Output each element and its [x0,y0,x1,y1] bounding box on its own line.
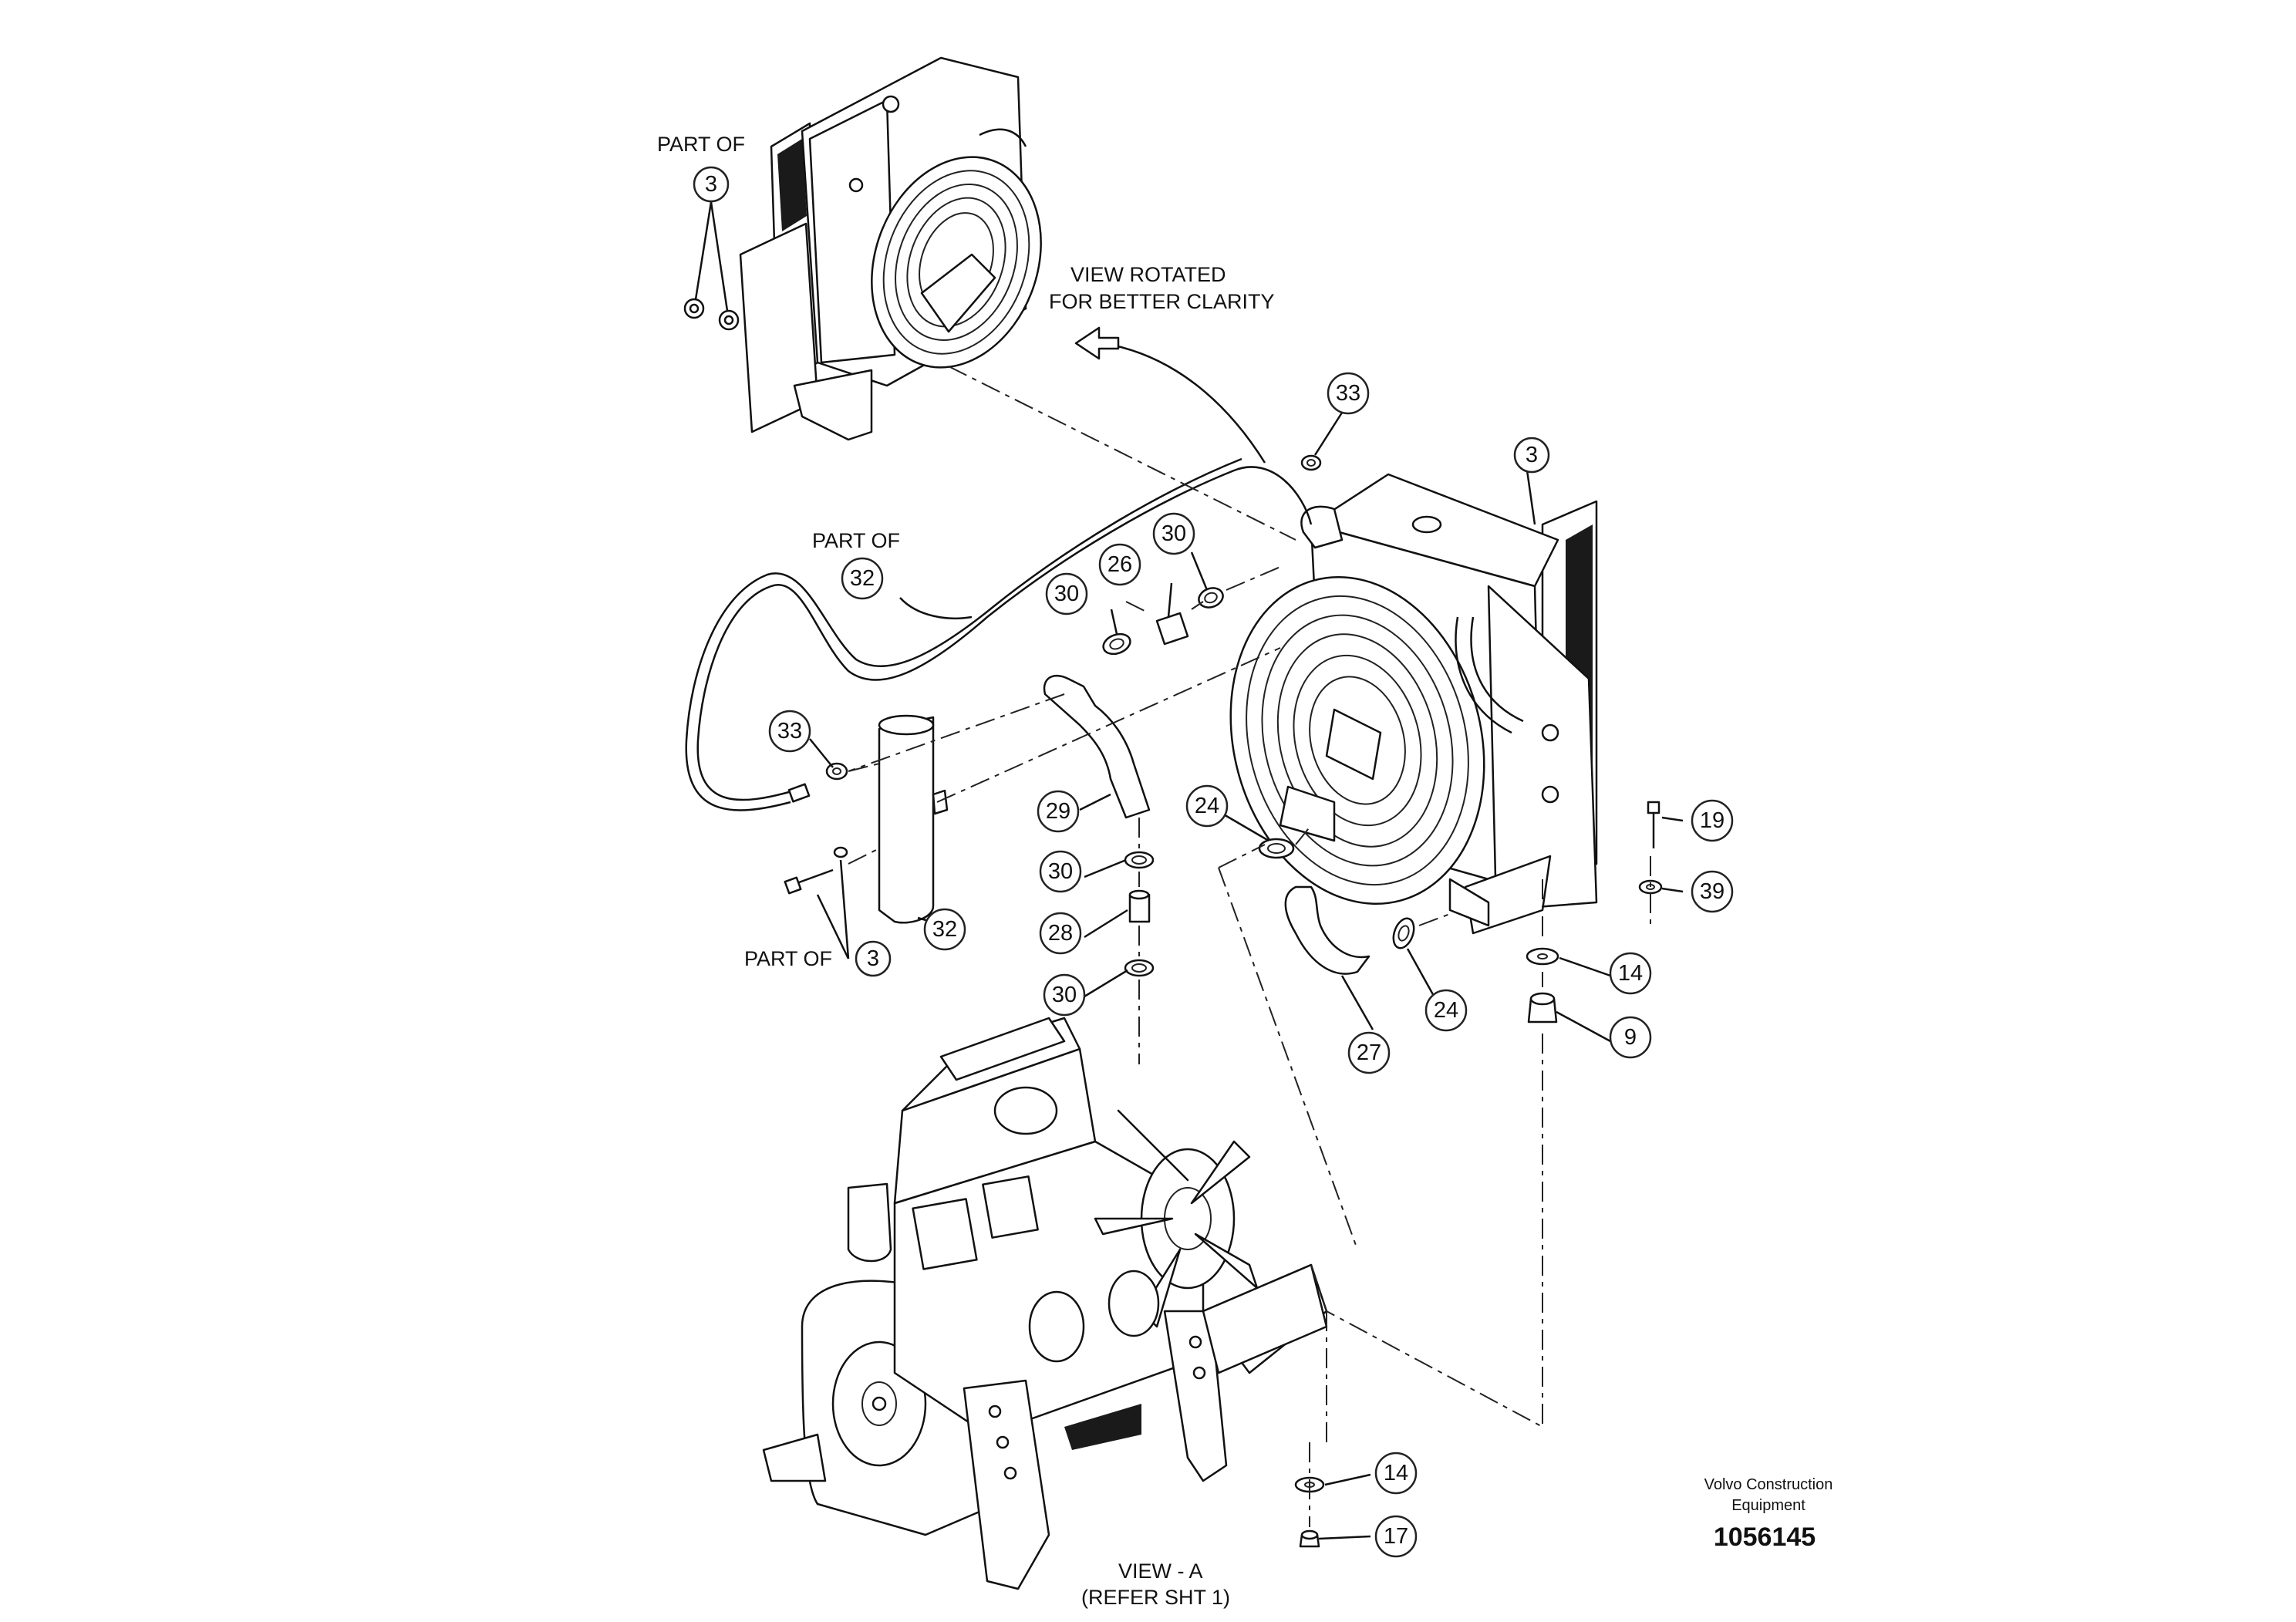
svg-text:28: 28 [1048,921,1073,946]
arrow-head-icon [1074,326,1120,360]
view-a-label: VIEW - A [1118,1560,1203,1583]
sleeve-26 [1155,612,1189,646]
callout-9: 9 [1609,1016,1652,1059]
callout-30-d: 30 [1043,973,1086,1017]
washer-14-upper [1526,947,1559,966]
clamp-30-a [1102,632,1131,656]
svg-text:33: 33 [1336,381,1360,406]
view-rotated-arrow [1102,342,1266,464]
svg-text:3: 3 [705,172,717,197]
svg-text:30: 30 [1054,582,1079,606]
callout-32-bottom: 32 [923,908,966,951]
svg-text:32: 32 [932,917,957,942]
bolt-19 [1647,801,1660,848]
clip-33-a [1300,454,1322,471]
clip-33-b [825,762,848,781]
svg-text:24: 24 [1195,794,1219,818]
svg-text:33: 33 [777,719,802,744]
svg-text:3: 3 [1526,443,1538,467]
callout-32-top: 32 [841,557,884,600]
callout-26: 26 [1098,543,1141,586]
callout-19: 19 [1691,799,1734,842]
callout-39: 39 [1691,870,1734,913]
rotated-radiator-view [683,56,1042,441]
view-rotated-line-1: VIEW ROTATED [1070,263,1226,286]
overflow-hose-32 [685,457,1313,811]
svg-text:29: 29 [1046,799,1070,824]
clamp-24-b [1392,917,1415,949]
svg-text:39: 39 [1700,879,1725,904]
clamp-30-b [1198,587,1224,609]
svg-text:30: 30 [1052,983,1077,1007]
callout-30-a: 30 [1045,572,1088,615]
svg-text:24: 24 [1434,998,1458,1023]
callout-29: 29 [1037,790,1080,833]
part-of-label-bottom: PART OF [744,947,832,970]
callout-14-b: 14 [1374,1452,1418,1495]
callout-24-b: 24 [1424,989,1468,1032]
radiator-assembly [1229,473,1598,935]
callout-30-c: 30 [1039,850,1082,893]
callout-24-a: 24 [1185,784,1229,828]
svg-text:32: 32 [850,566,875,591]
leader-lines [809,412,1684,1540]
callout-33-b: 33 [768,710,811,753]
svg-text:14: 14 [1618,961,1643,986]
clamp-30-d [1124,959,1155,977]
callout-30-b: 30 [1152,512,1195,555]
part-of-label-mid: PART OF [812,529,900,552]
callout-3-top: 3 [693,166,730,203]
callout-3-main: 3 [1513,437,1550,474]
callout-14-a: 14 [1609,952,1652,995]
callout-27: 27 [1347,1031,1391,1074]
view-a-reference: (REFER SHT 1) [1081,1586,1230,1609]
company-name-line-1: Volvo Construction [1704,1476,1833,1493]
recovery-tank-32 [878,714,949,924]
callout-17: 17 [1374,1515,1418,1558]
svg-text:30: 30 [1161,521,1186,546]
svg-text:14: 14 [1384,1461,1408,1485]
view-rotated-line-2: FOR BETTER CLARITY [1049,290,1275,313]
hose-29 [1043,674,1151,819]
clamp-30-c [1124,851,1155,869]
svg-text:26: 26 [1108,552,1132,577]
part-of-label-top: PART OF [657,133,745,156]
svg-text:9: 9 [1624,1025,1637,1050]
svg-text:19: 19 [1700,808,1725,833]
svg-text:3: 3 [867,946,879,971]
tank-bolt [784,846,848,895]
svg-text:17: 17 [1384,1524,1408,1549]
hose-27 [1284,885,1371,975]
sleeve-28 [1128,889,1151,923]
callout-3-bottom: 3 [855,940,892,977]
callout-33-a: 33 [1327,372,1370,415]
svg-text:27: 27 [1357,1040,1381,1065]
company-name-line-2: Equipment [1731,1497,1805,1514]
nut-17 [1299,1529,1320,1548]
mount-9 [1527,992,1558,1023]
clamp-24-a [1258,838,1295,859]
callout-28: 28 [1039,912,1082,955]
svg-text:30: 30 [1048,859,1073,884]
drawing-number: 1056145 [1714,1523,1816,1552]
